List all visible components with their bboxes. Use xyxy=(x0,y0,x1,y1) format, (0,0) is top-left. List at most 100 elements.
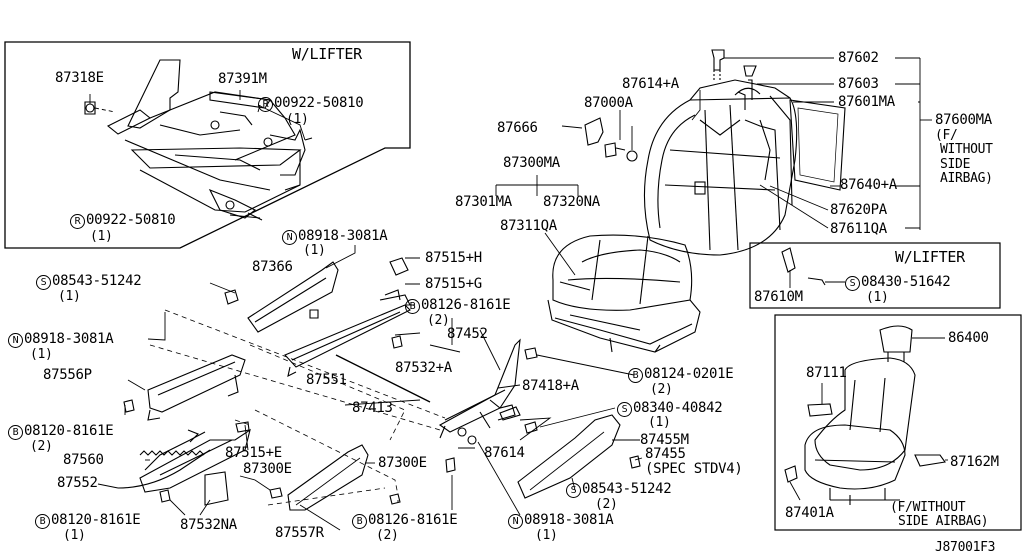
part-label-87556P: 87556P xyxy=(43,367,92,383)
side-cover-drawing xyxy=(287,444,369,511)
complete-seat-box xyxy=(774,314,1022,531)
qty-00922-bottom: (1) xyxy=(90,229,113,244)
part-label-87620PA: 87620PA xyxy=(830,202,887,218)
lifter-leaders xyxy=(89,90,306,219)
b-symbol-icon: B xyxy=(35,514,50,529)
part-label-87300E-b: 87300E xyxy=(378,455,427,471)
complete-seat-drawing xyxy=(784,325,946,505)
recliner-bolt-icon xyxy=(604,142,626,158)
part-label-87320NA: 87320NA xyxy=(543,194,600,210)
qty-08918-b: (1) xyxy=(30,347,53,362)
part-label-87391M: 87391M xyxy=(218,71,267,87)
qty-08918-c: (1) xyxy=(535,528,558,543)
part-label-87515G: 87515+G xyxy=(425,276,482,292)
part-label-87552: 87552 xyxy=(57,475,98,491)
note-87600MA-1: (F/ xyxy=(935,128,958,143)
complete-seat-leaders xyxy=(789,337,948,501)
qty-08126-a: (2) xyxy=(427,313,450,328)
lower-dashed-guides xyxy=(149,309,446,506)
lifter-mechanism xyxy=(84,59,313,221)
trim-cover-drawing xyxy=(517,414,621,499)
diagram-code: J87001F3 xyxy=(935,540,996,555)
s-symbol-icon: S xyxy=(617,402,632,417)
spring-drawing xyxy=(139,450,205,456)
b-symbol-icon: B xyxy=(405,299,420,314)
r-symbol-icon: R xyxy=(258,97,273,112)
wire-drawing xyxy=(117,449,211,489)
note-87600MA-4: AIRBAG) xyxy=(940,171,993,186)
part-label-87560: 87560 xyxy=(63,452,104,468)
r-symbol-icon: R xyxy=(70,214,85,229)
n-symbol-icon: N xyxy=(282,230,297,245)
lifter-inset-box xyxy=(4,41,411,249)
part-label-87666: 87666 xyxy=(497,120,538,136)
part-label-87515E: 87515+E xyxy=(225,445,282,461)
qty-08918-a: (1) xyxy=(303,243,326,258)
lower-leaders xyxy=(97,245,643,531)
part-label-87601MA: 87601MA xyxy=(838,94,895,110)
part-label-87300MA: 87300MA xyxy=(503,155,560,171)
b-symbol-icon: B xyxy=(8,425,23,440)
part-label-87318E: 87318E xyxy=(55,70,104,86)
part-label-87300E-a: 87300E xyxy=(243,461,292,477)
qty-08430: (1) xyxy=(866,290,889,305)
part-label-87301MA: 87301MA xyxy=(455,194,512,210)
part-label-87311QA: 87311QA xyxy=(500,218,557,234)
part-label-87610M: 87610M xyxy=(754,289,803,305)
part-label-87532NA: 87532NA xyxy=(180,517,237,533)
part-label-87515H: 87515+H xyxy=(425,250,482,266)
part-label-87614A: 87614+A xyxy=(622,76,679,92)
s-symbol-icon: S xyxy=(845,276,860,291)
lifter-knob-icon xyxy=(781,247,796,273)
leader-lines xyxy=(495,57,932,276)
part-label-87603: 87603 xyxy=(838,76,879,92)
inner-track-drawing xyxy=(139,354,251,493)
hinge-cover-icon xyxy=(584,117,604,146)
note-87455: (SPEC STDV4) xyxy=(645,461,743,477)
qty-08120-a: (2) xyxy=(30,439,53,454)
s-symbol-icon: S xyxy=(566,483,581,498)
part-label-87551: 87551 xyxy=(306,372,347,388)
b-symbol-icon: B xyxy=(352,514,367,529)
part-label-87455M: 87455M xyxy=(640,432,689,448)
qty-08126-b: (2) xyxy=(376,528,399,543)
lifter-box2-title: W/LIFTER xyxy=(895,248,965,266)
part-label-87455: 87455 xyxy=(645,446,686,462)
qty-00922-top: (1) xyxy=(286,112,309,127)
note-87600MA-2: WITHOUT xyxy=(940,142,993,157)
s-symbol-icon: S xyxy=(36,275,51,290)
lever-drawing xyxy=(204,471,229,506)
qty-08340: (1) xyxy=(648,415,671,430)
n-symbol-icon: N xyxy=(508,514,523,529)
part-label-87111: 87111 xyxy=(806,365,847,381)
part-label-87532A: 87532+A xyxy=(395,360,452,376)
washer-icon xyxy=(626,150,638,162)
part-label-86400: 86400 xyxy=(948,330,989,346)
qty-08543-b: (2) xyxy=(595,497,618,512)
note-bottom-2: SIDE AIRBAG) xyxy=(898,514,989,529)
part-label-87611QA: 87611QA xyxy=(830,221,887,237)
note-87600MA-3: SIDE xyxy=(940,157,971,172)
lifter-box-title: W/LIFTER xyxy=(292,45,362,63)
part-label-87640A: 87640+A xyxy=(840,177,897,193)
qty-08543-a: (1) xyxy=(58,289,81,304)
note-bottom-1: (F/WITHOUT xyxy=(890,500,966,515)
seatback-board xyxy=(789,99,846,191)
qty-08120-b: (1) xyxy=(63,528,86,543)
part-label-87413: 87413 xyxy=(352,400,393,416)
